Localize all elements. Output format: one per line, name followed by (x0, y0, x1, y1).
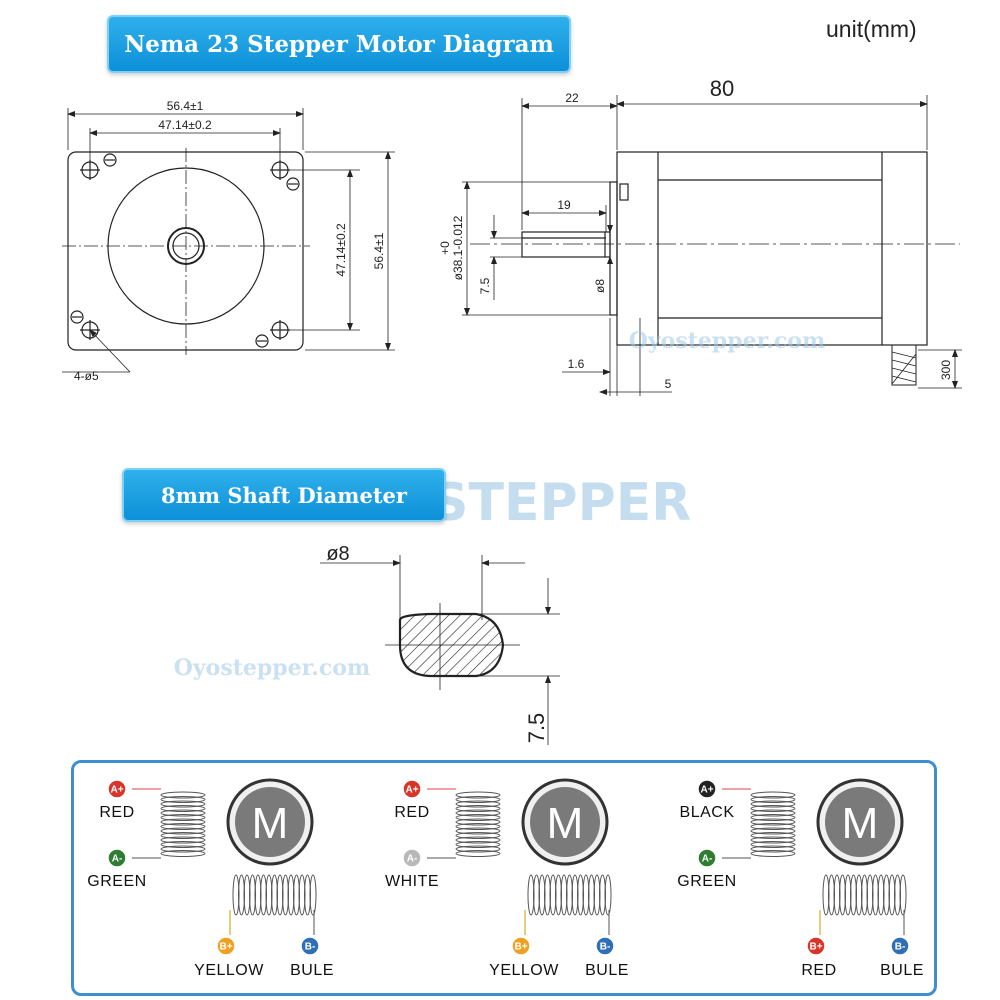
coil-a (160, 791, 206, 857)
b-plus-badge: B+ (511, 936, 531, 956)
wiring-diagram-2: A+ RED A- WHITE M B+ YELLOW B- BULE (385, 778, 629, 979)
shaft-section (320, 555, 560, 745)
dim-section-flat: 7.5 (524, 713, 549, 744)
boss-outline (609, 181, 618, 316)
a-plus-label: RED (394, 804, 429, 821)
motor-label: M (842, 799, 879, 848)
a-plus-badge: A+ (107, 779, 127, 799)
motor-symbol: M (521, 778, 609, 866)
b-minus-label: BULE (880, 962, 924, 979)
a-plus-badge-text: A+ (700, 785, 713, 796)
lead-wire-sleeve (891, 344, 917, 386)
a-plus-label: RED (99, 804, 134, 821)
dim-shaft-length: 22 (565, 91, 579, 105)
shaft-outline (521, 231, 611, 258)
motor-label: M (547, 799, 584, 848)
b-minus-badge: B- (595, 936, 615, 956)
b-plus-badge: B+ (216, 936, 236, 956)
shaft-title: 8mm Shaft Diameter (161, 482, 407, 508)
diagram-title-banner: Nema 23 Stepper Motor Diagram (107, 15, 571, 73)
a-plus-badge: A+ (402, 779, 422, 799)
wiring-diagram-1: A+ RED A- GREEN M B+ YELLOW B- BULE (87, 778, 334, 979)
dim-body-length: 80 (710, 76, 734, 101)
side-view (462, 95, 962, 396)
dim-section-diameter: ø8 (326, 543, 349, 565)
wiring-diagrams: A+ RED A- GREEN M B+ YELLOW B- BULE A+ RED A- WHITE M… (87, 778, 924, 979)
motor-body-outline (616, 151, 928, 346)
b-plus-badge-text: B+ (219, 942, 232, 953)
b-plus-badge-text: B+ (809, 942, 822, 953)
a-minus-badge-text: A- (112, 854, 123, 865)
b-minus-label: BULE (290, 962, 334, 979)
dim-flat-length: 19 (557, 198, 571, 212)
dim-hole-spacing-v: 47.14±0.2 (334, 223, 348, 277)
watermark-site-1: Oyostepper.com (629, 328, 826, 354)
dim-boss-height: 1.6 (568, 357, 585, 371)
dim-lead-length: 300 (939, 360, 953, 380)
b-minus-badge: B- (890, 936, 910, 956)
a-minus-label: WHITE (385, 873, 439, 890)
front-flange-outline (67, 151, 304, 351)
coil-a (455, 791, 501, 857)
side-view-dimensions: 80 22 19 +0 ø38.1-0.012 7.5 ø8 1.6 5 300 (438, 76, 953, 391)
a-minus-badge: A- (697, 848, 717, 868)
watermark-site-2: Oyostepper.com (174, 655, 371, 681)
motor-symbol: M (816, 778, 904, 866)
coil-a (750, 791, 796, 857)
coil-b (822, 874, 907, 916)
b-plus-badge-text: B+ (514, 942, 527, 953)
dim-shaft-diameter: ø8 (593, 279, 607, 293)
b-minus-badge-text: B- (305, 942, 316, 953)
motor-label: M (252, 799, 289, 848)
b-minus-label: BULE (585, 962, 629, 979)
dim-height-outer: 56.4±1 (372, 232, 386, 269)
a-minus-badge-text: A- (702, 854, 713, 865)
coil-b (527, 874, 612, 916)
shaft-title-banner: 8mm Shaft Diameter (122, 468, 446, 522)
coil-b (232, 874, 317, 916)
b-plus-badge: B+ (806, 936, 826, 956)
b-plus-label: RED (801, 962, 836, 979)
a-minus-badge: A- (107, 848, 127, 868)
a-plus-badge: A+ (697, 779, 717, 799)
a-plus-label: BLACK (680, 804, 735, 821)
b-minus-badge: B- (300, 936, 320, 956)
dim-flat-depth: 7.5 (478, 277, 492, 294)
a-minus-label: GREEN (87, 873, 146, 890)
dim-holes: 4-ø5 (74, 369, 99, 383)
a-minus-label: GREEN (677, 873, 736, 890)
wiring-panel (71, 760, 937, 996)
a-plus-badge-text: A+ (405, 785, 418, 796)
a-minus-badge-text: A- (407, 854, 418, 865)
unit-label: unit(mm) (826, 16, 917, 42)
b-plus-label: YELLOW (489, 962, 559, 979)
motor-symbol: M (226, 778, 314, 866)
b-minus-badge-text: B- (895, 942, 906, 953)
dim-boss-tolerance: +0 (438, 241, 452, 255)
a-minus-badge: A- (402, 848, 422, 868)
diagram-title: Nema 23 Stepper Motor Diagram (124, 30, 554, 58)
wiring-diagram-3: A+ BLACK A- GREEN M B+ RED B- BULE (677, 778, 924, 979)
a-plus-badge-text: A+ (110, 785, 123, 796)
dim-width-outer: 56.4±1 (167, 99, 204, 113)
dim-boss-diameter: ø38.1-0.012 (451, 215, 465, 280)
b-minus-badge-text: B- (600, 942, 611, 953)
dim-flange: 5 (665, 377, 672, 391)
b-plus-label: YELLOW (194, 962, 264, 979)
front-view-dimensions: 56.4±1 47.14±0.2 47.14±0.2 56.4±1 4-ø5 (74, 99, 386, 383)
dim-hole-spacing-h: 47.14±0.2 (158, 118, 212, 132)
front-view (62, 108, 395, 373)
